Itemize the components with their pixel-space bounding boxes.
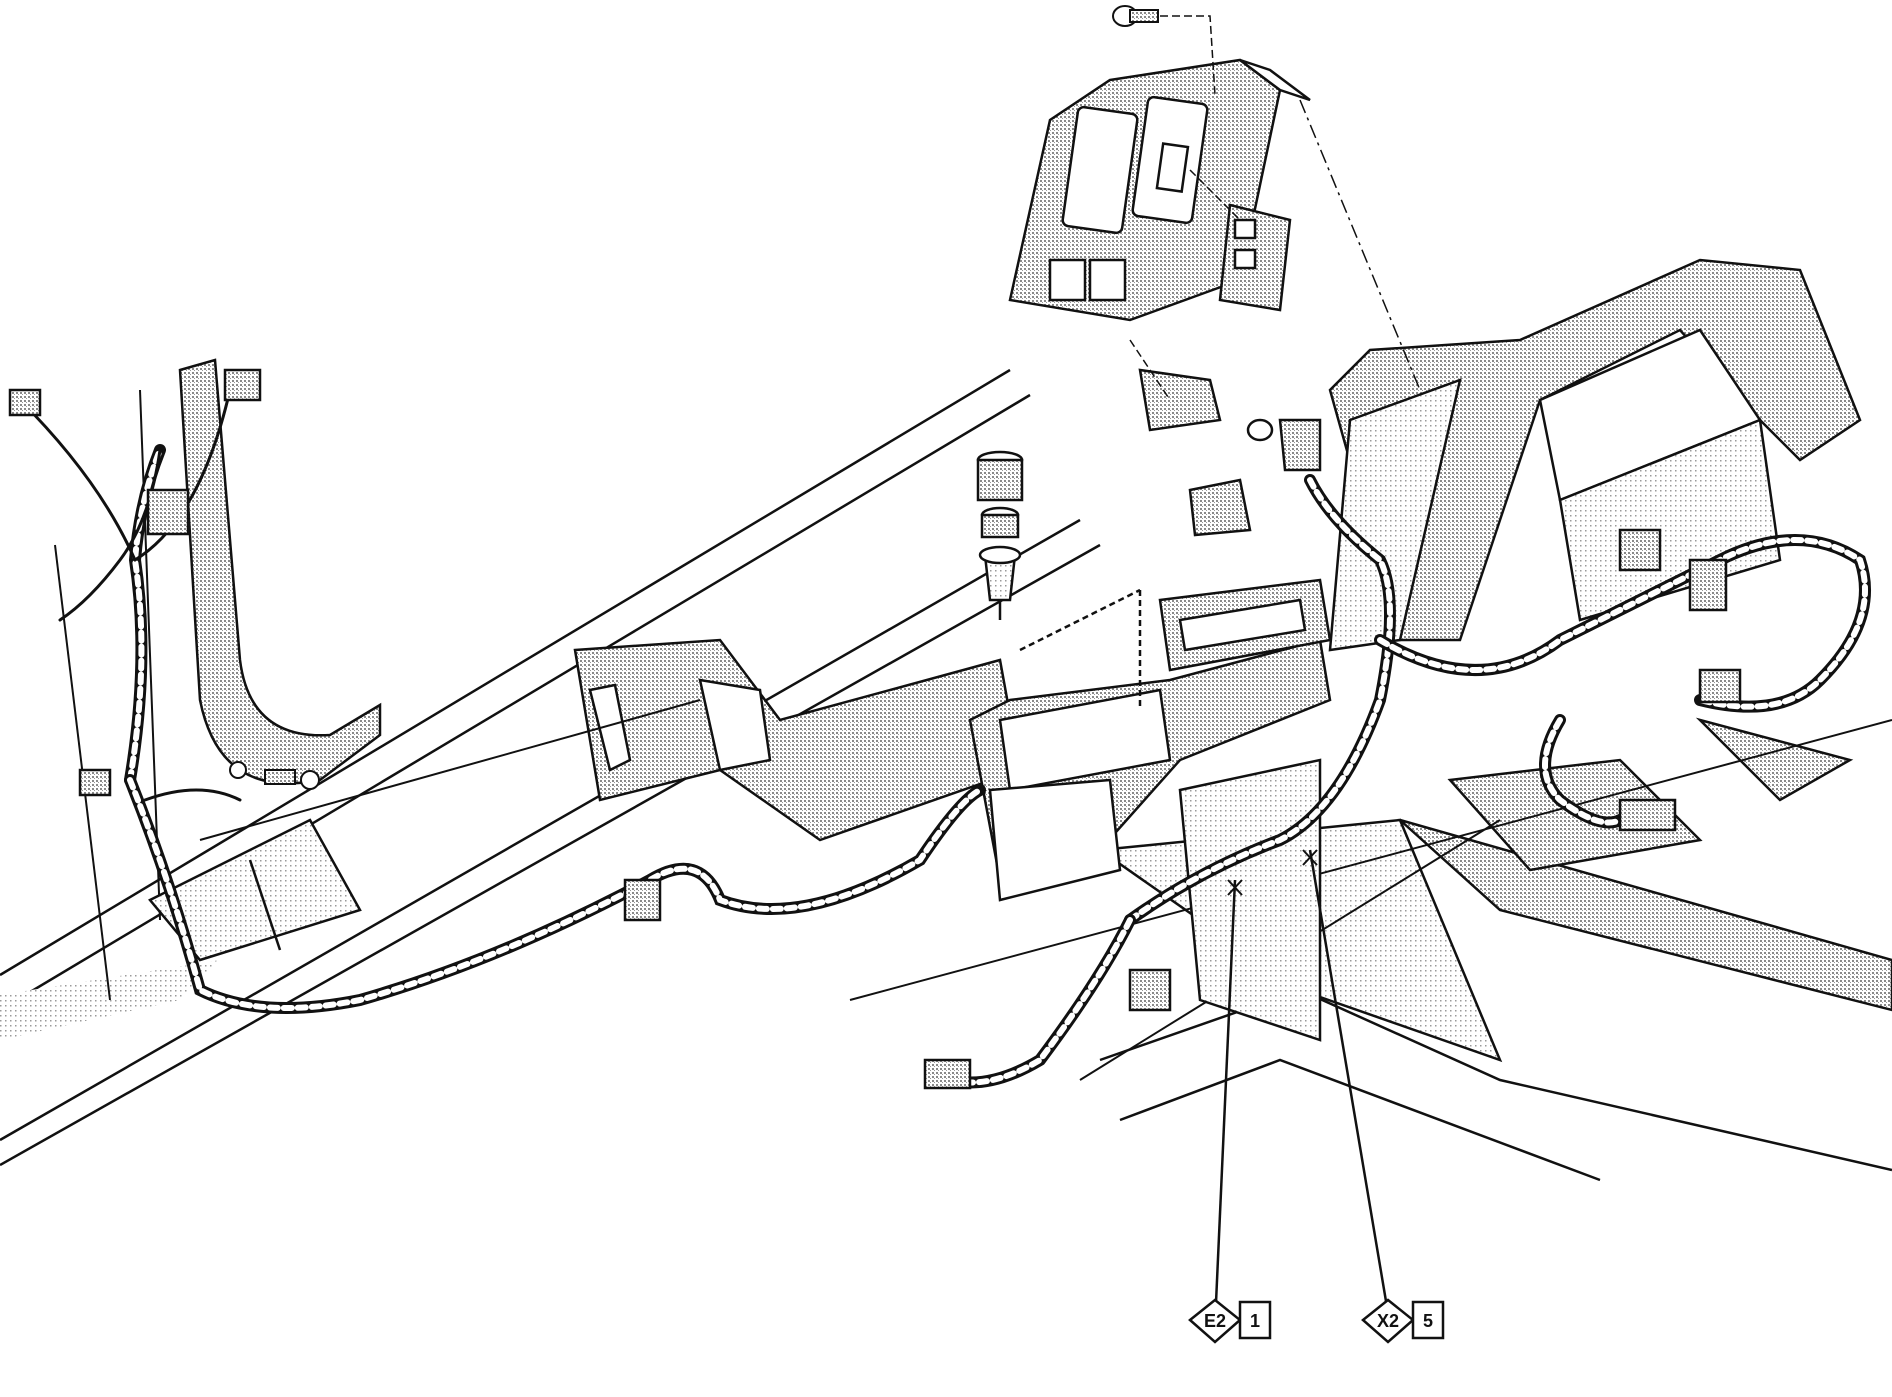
harness-connectors	[8, 368, 1742, 1090]
wiring-harness	[18, 388, 1871, 1089]
center-console	[968, 258, 1862, 1042]
callout-x2-id: X2	[1377, 1311, 1399, 1331]
callout-x2-number: 5	[1423, 1311, 1433, 1331]
lighter-element	[976, 450, 1142, 710]
callout-leaders	[1213, 849, 1392, 1326]
seat-cross-member	[148, 638, 1022, 962]
callout-e2-id: E2	[1204, 1311, 1226, 1331]
window-switch	[1189, 169, 1292, 312]
callout-e2-number: 1	[1250, 1311, 1260, 1331]
callout-x2-5: X2 5	[1361, 1298, 1445, 1344]
screw-top	[1112, 5, 1216, 96]
switch-connectors	[1129, 339, 1322, 537]
switch-bezel	[1008, 58, 1421, 391]
callout-e2-1: E2 1	[1188, 1298, 1272, 1344]
ground-screw	[229, 761, 320, 790]
